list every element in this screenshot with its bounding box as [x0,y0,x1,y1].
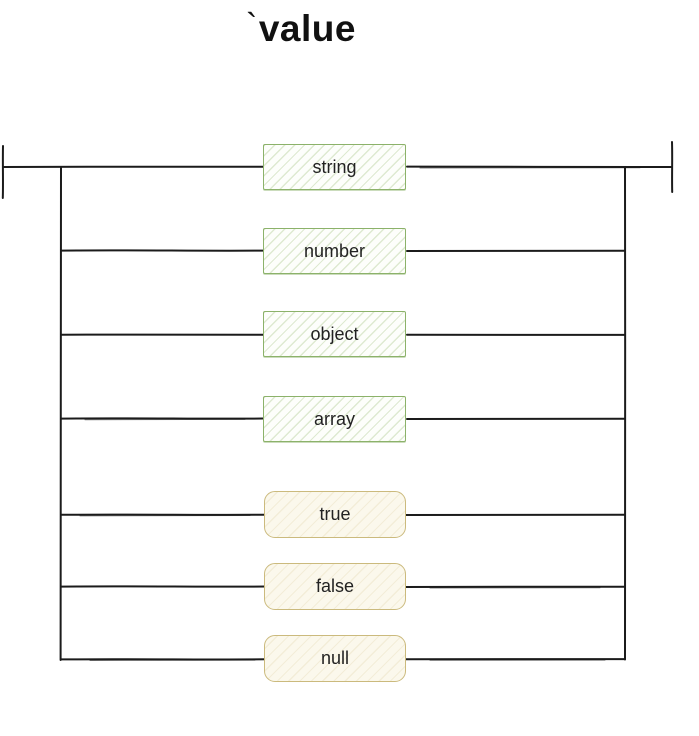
node-number: number [263,228,406,274]
title-accent: ` [246,7,258,45]
node-array-label: array [313,408,355,429]
node-null: null [264,635,406,682]
node-number-label: number [303,240,366,261]
node-object: object [263,311,406,357]
node-false: false [264,563,406,610]
node-string: string [263,144,406,190]
node-true-label: true [319,504,351,524]
node-object-label: object [310,323,359,344]
node-null-label: null [320,648,350,668]
node-string-label: string [312,156,357,177]
title-text: value [258,8,356,49]
node-false-label: false [315,576,355,596]
page-title: `value [246,7,356,50]
node-true: true [264,491,406,538]
node-array: array [263,396,406,442]
